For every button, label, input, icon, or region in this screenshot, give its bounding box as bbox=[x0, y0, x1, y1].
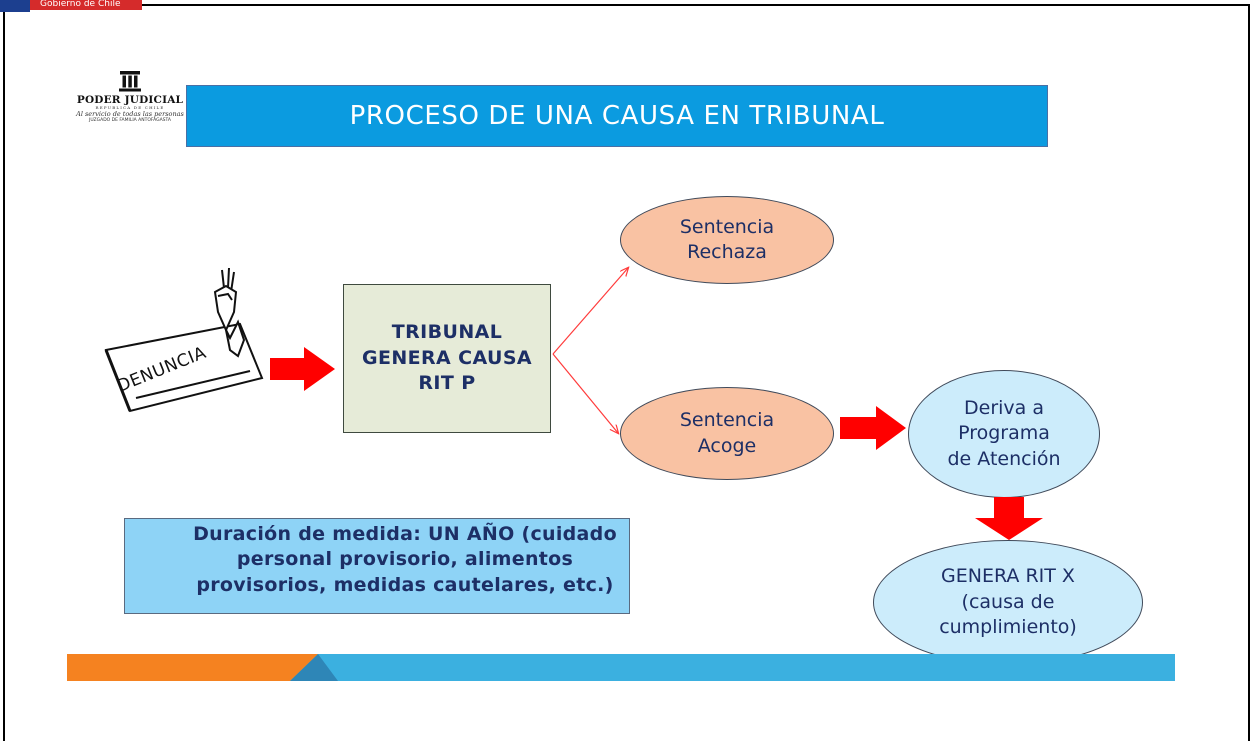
sentencia-acoge-node: Sentencia Acoge bbox=[620, 387, 834, 480]
gov-tab-text: Gobierno de Chile bbox=[40, 0, 121, 9]
logo-court: JUZGADO DE FAMILIA ANTOFAGASTA bbox=[89, 118, 171, 123]
acoge-line-2: Acoge bbox=[697, 434, 757, 457]
tribunal-genera-causa-box: TRIBUNAL GENERA CAUSA RIT P bbox=[343, 284, 551, 433]
sentencia-rechaza-node: Sentencia Rechaza bbox=[620, 196, 834, 284]
tribunal-line-2: GENERA CAUSA bbox=[361, 346, 533, 369]
courthouse-icon bbox=[119, 71, 141, 92]
page-title: PROCESO DE UNA CAUSA EN TRIBUNAL bbox=[349, 101, 885, 131]
rechaza-line-2: Rechaza bbox=[687, 241, 767, 263]
genera-rit-x-node: GENERA RIT X (causa de cumplimiento) bbox=[873, 540, 1143, 665]
duracion-medida-box: Duración de medida: UN AÑO (cuidado pers… bbox=[124, 518, 630, 614]
acoge-line-1: Sentencia bbox=[679, 409, 775, 432]
rit-line-3: cumplimiento) bbox=[939, 616, 1077, 639]
logo-country: REPUBLICA DE CHILE bbox=[95, 105, 165, 110]
deriva-programa-node: Deriva a Programa de Atención bbox=[908, 370, 1100, 498]
poder-judicial-logo: PODER JUDICIAL REPUBLICA DE CHILE Al ser… bbox=[76, 70, 184, 148]
tribunal-line-1: TRIBUNAL bbox=[391, 321, 503, 344]
rechaza-line-1: Sentencia bbox=[679, 215, 775, 238]
deriva-line-2: Programa bbox=[958, 422, 1050, 445]
slide-frame bbox=[3, 4, 1250, 741]
gobierno-de-chile-tab: Gobierno de Chile bbox=[0, 0, 142, 12]
duracion-line-3: provisorios, medidas cautelares, etc.) bbox=[196, 573, 614, 596]
rit-line-2: (causa de bbox=[961, 590, 1055, 613]
logo-motto: Al servicio de todas las personas bbox=[76, 110, 184, 118]
deriva-line-3: de Atención bbox=[947, 447, 1061, 470]
title-bar: PROCESO DE UNA CAUSA EN TRIBUNAL bbox=[186, 85, 1048, 147]
logo-title: PODER JUDICIAL bbox=[76, 94, 184, 106]
deriva-line-1: Deriva a bbox=[964, 396, 1044, 419]
duracion-line-1: Duración de medida: UN AÑO (cuidado bbox=[193, 523, 617, 545]
tribunal-line-3: RIT P bbox=[418, 372, 476, 395]
duracion-line-2: personal provisorio, alimentos bbox=[236, 548, 574, 571]
rit-line-1: GENERA RIT X bbox=[941, 565, 1075, 588]
